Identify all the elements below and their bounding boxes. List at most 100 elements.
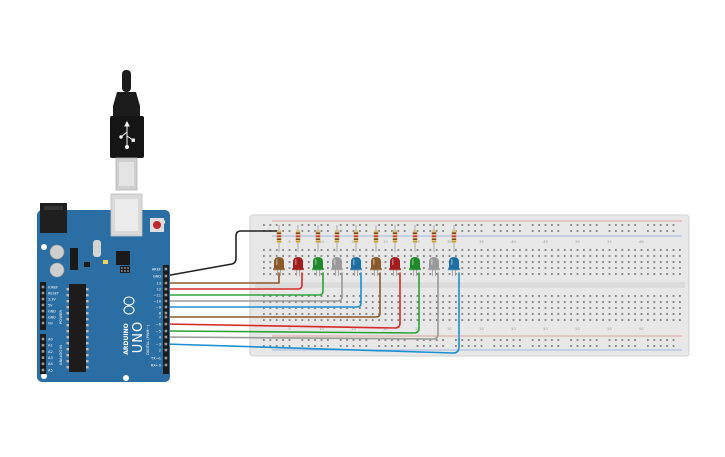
terminal-hole: [487, 313, 489, 315]
icsp-header: [120, 266, 130, 273]
resistor-4[interactable]: [334, 230, 340, 243]
led-2[interactable]: [292, 257, 304, 276]
wire-4[interactable]: [164, 272, 460, 354]
rail-hole: [570, 345, 572, 347]
terminal-hole: [583, 313, 585, 315]
wire-5[interactable]: [164, 272, 439, 340]
resistor-10[interactable]: [451, 230, 457, 243]
analog-pin-hole[interactable]: [41, 362, 45, 366]
resistor-1[interactable]: [276, 230, 282, 243]
terminal-hole: [570, 307, 572, 309]
power-pin-hole[interactable]: [41, 303, 45, 307]
rail-hole: [397, 339, 400, 341]
terminal-hole: [442, 319, 444, 321]
digital-pin-hole[interactable]: [164, 335, 168, 339]
terminal-hole: [653, 307, 656, 309]
terminal-hole: [320, 249, 323, 251]
power-pin-hole[interactable]: [41, 285, 45, 289]
power-pin-hole[interactable]: [41, 291, 45, 295]
usb-cable[interactable]: [110, 70, 144, 191]
wire-9[interactable]: [164, 272, 362, 308]
terminal-hole: [595, 301, 598, 303]
terminal-hole: [538, 319, 540, 321]
digital-pin-hole[interactable]: [164, 287, 168, 291]
power-pin-hole[interactable]: [41, 309, 45, 313]
resistor-6[interactable]: [373, 230, 379, 243]
terminal-hole: [570, 295, 572, 297]
led-6[interactable]: [370, 257, 382, 276]
digital-pin-label: 12: [156, 287, 161, 291]
wire-gnd[interactable]: [164, 230, 279, 277]
wire-12[interactable]: [164, 272, 303, 290]
breadboard[interactable]: 5510101515202025253030353540404545505055…: [249, 214, 690, 357]
arduino-uno-board[interactable]: ARDUINO UNO AREFGND1312~11~10~987~6~54~3…: [37, 193, 170, 382]
resistor-8[interactable]: [412, 230, 418, 243]
power-pin-hole[interactable]: [41, 315, 45, 319]
resistor-2[interactable]: [295, 230, 301, 243]
terminal-hole: [435, 295, 438, 297]
rail-hole: [365, 339, 368, 341]
wire-10[interactable]: [164, 272, 343, 302]
terminal-hole: [602, 301, 604, 303]
wire-8[interactable]: [164, 272, 381, 318]
terminal-hole: [506, 295, 508, 297]
digital-pin-hole[interactable]: [164, 281, 168, 285]
wire-7[interactable]: [164, 272, 401, 329]
resistor-7[interactable]: [392, 230, 398, 243]
digital-pin-hole[interactable]: [164, 348, 168, 352]
led-3[interactable]: [312, 257, 324, 276]
analog-pin-hole[interactable]: [41, 350, 45, 353]
terminal-hole: [672, 301, 675, 303]
rail-hole: [589, 339, 592, 341]
terminal-hole: [602, 319, 604, 321]
analog-pin-hole[interactable]: [41, 337, 45, 341]
led-1[interactable]: [273, 257, 285, 276]
digital-pin-hole[interactable]: [164, 311, 168, 315]
terminal-hole: [391, 249, 393, 251]
digital-pin-hole[interactable]: [164, 274, 168, 278]
resistor-5[interactable]: [353, 230, 359, 243]
power-pin-hole[interactable]: [41, 321, 45, 325]
terminal-hole: [275, 301, 278, 303]
rail-hole: [307, 224, 310, 226]
power-pin-hole[interactable]: [41, 297, 45, 301]
wire-11[interactable]: [164, 272, 324, 296]
reset-button[interactable]: [153, 221, 161, 229]
rail-hole: [551, 339, 553, 341]
digital-pin-hole[interactable]: [164, 342, 168, 346]
digital-pin-hole[interactable]: [164, 356, 168, 360]
led-8[interactable]: [409, 257, 421, 276]
digital-pin-hole[interactable]: [164, 305, 168, 309]
wire-6[interactable]: [164, 272, 420, 334]
led-9[interactable]: [428, 257, 440, 276]
led-10[interactable]: [448, 257, 460, 276]
analog-pin-hole[interactable]: [41, 343, 45, 347]
digital-pin-hole[interactable]: [164, 322, 168, 326]
led-body: [429, 257, 439, 269]
voltage-regulator: [70, 248, 78, 270]
analog-pin-hole[interactable]: [41, 356, 45, 359]
digital-pin-hole[interactable]: [164, 267, 168, 271]
resistor-9[interactable]: [431, 230, 437, 243]
wire-13[interactable]: [164, 272, 280, 284]
led-5[interactable]: [350, 257, 362, 276]
rail-hole: [538, 339, 540, 341]
rail-hole: [423, 339, 425, 341]
column-number: 50: [575, 240, 580, 244]
led-7[interactable]: [389, 257, 401, 276]
terminal-hole: [346, 295, 348, 297]
terminal-hole: [474, 261, 476, 263]
led-4[interactable]: [331, 257, 343, 276]
resistor-3[interactable]: [315, 230, 321, 243]
digital-pin-hole[interactable]: [164, 315, 168, 319]
terminal-hole: [551, 307, 553, 309]
digital-pin-hole[interactable]: [164, 329, 168, 333]
digital-pin-hole[interactable]: [164, 299, 168, 303]
rail-hole: [263, 339, 265, 341]
terminal-hole: [263, 267, 265, 269]
analog-pin-hole[interactable]: [41, 368, 45, 372]
terminal-hole: [519, 313, 521, 315]
digital-pin-hole[interactable]: [164, 363, 168, 367]
rail-hole: [531, 224, 534, 226]
digital-pin-hole[interactable]: [164, 293, 168, 297]
